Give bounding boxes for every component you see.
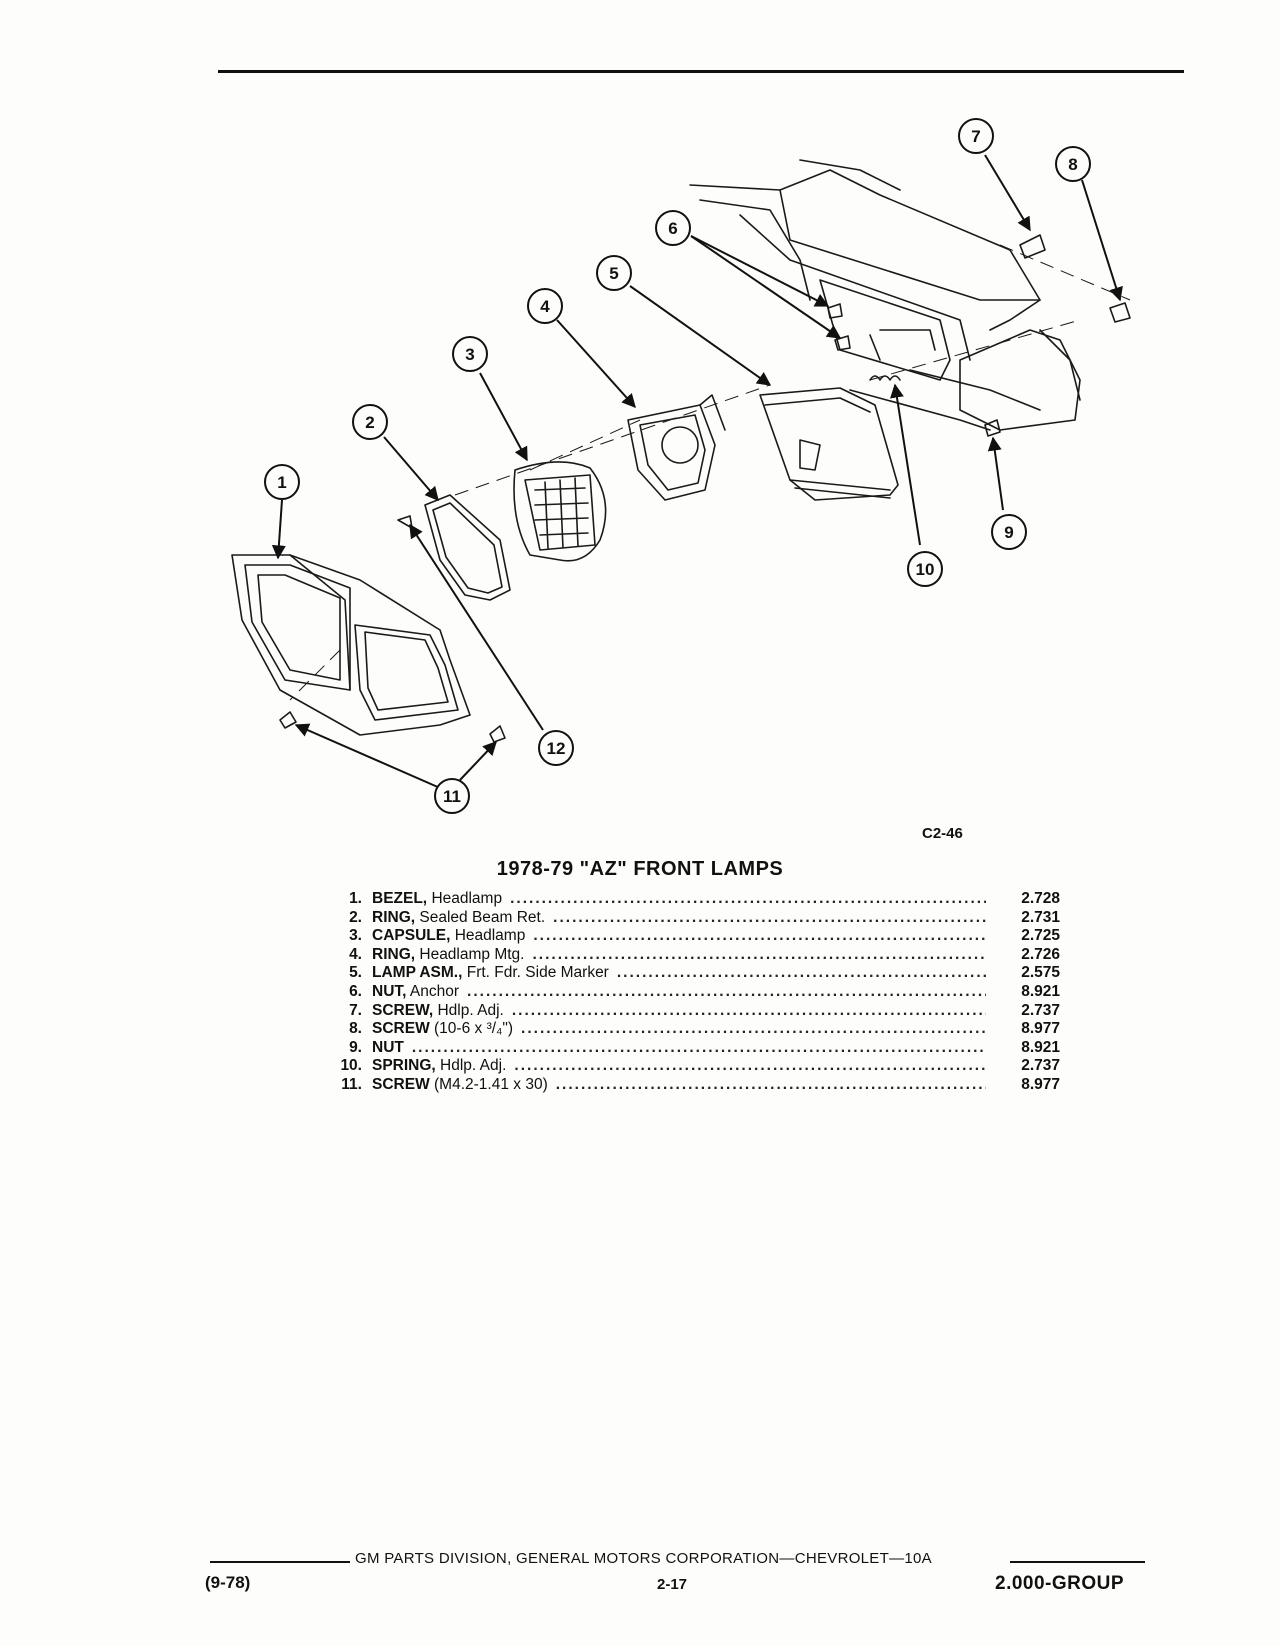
footer-corporation: GM PARTS DIVISION, GENERAL MOTORS CORPOR… (355, 1550, 932, 1567)
figure-code: C2-46 (922, 825, 963, 842)
footer-rule-right (1010, 1561, 1145, 1563)
group-number: 2.726 (1021, 945, 1060, 963)
page-number: 2-17 (657, 1576, 688, 1593)
callout-9: 9 (1004, 523, 1013, 542)
part-name: SCREW (372, 1075, 430, 1093)
headlamp-capsule-drawing (513, 461, 607, 562)
leader-dots (533, 927, 986, 946)
callout-3: 3 (465, 345, 474, 364)
bezel-drawing (231, 554, 471, 736)
part-name: SPRING, (372, 1057, 436, 1075)
part-number: 4. (349, 945, 362, 963)
part-number: 10. (340, 1057, 362, 1075)
callout-5: 5 (609, 264, 618, 283)
part-description: (10-6 x ³/₄") (434, 1020, 514, 1038)
part-description: Sealed Beam Ret. (419, 908, 546, 926)
part-row: 9. NUT 8.921 (318, 1039, 1060, 1058)
side-marker-lamp-drawing (759, 387, 899, 501)
part-row: 10. SPRING, Hdlp. Adj. 2.737 (318, 1057, 1060, 1076)
group-number: 2.737 (1021, 1001, 1060, 1019)
leader-dots (510, 890, 986, 909)
part-row: 5. LAMP ASM., Frt. Fdr. Side Marker 2.57… (318, 964, 1060, 983)
footer-group: 2.000-GROUP (995, 1573, 1125, 1594)
leader-dots (467, 983, 986, 1002)
part-number: 1. (349, 890, 362, 907)
part-description: Hdlp. Adj. (437, 1001, 504, 1019)
group-number: 2.725 (1021, 927, 1060, 945)
callout-12: 12 (547, 739, 566, 758)
part-number: 7. (349, 1001, 362, 1019)
sealed-beam-ring-drawing (397, 494, 511, 601)
small-parts-drawing (279, 234, 1131, 743)
part-name: RING, (372, 908, 416, 926)
part-row: 8. SCREW (10-6 x ³/₄") 8.977 (318, 1020, 1060, 1039)
leader-dots (556, 1076, 986, 1095)
footer-rule-left (210, 1561, 350, 1563)
part-number: 6. (349, 982, 362, 1000)
part-name: RING, (372, 945, 416, 963)
group-number: 8.921 (1021, 1038, 1060, 1056)
part-name: CAPSULE, (372, 927, 451, 945)
part-number: 11. (341, 1075, 362, 1093)
exploded-diagram: 1 2 3 4 5 6 7 8 9 10 11 12 (231, 118, 1131, 814)
part-number: 8. (349, 1020, 362, 1038)
part-name: NUT (372, 1038, 404, 1056)
part-row: 7. SCREW, Hdlp. Adj. 2.737 (318, 1002, 1060, 1021)
callout-4: 4 (540, 297, 550, 316)
leader-dots (412, 1039, 986, 1058)
footer-date: (9-78) (205, 1573, 251, 1592)
group-number: 8.921 (1021, 982, 1060, 1000)
headlamp-mounting-ring-drawing (627, 394, 726, 501)
part-number: 3. (349, 927, 362, 945)
group-number: 8.977 (1021, 1075, 1060, 1093)
group-number: 2.728 (1021, 890, 1060, 907)
part-description: Hdlp. Adj. (440, 1057, 507, 1075)
fender-body-drawing (689, 159, 1081, 431)
part-description: Headlamp (431, 890, 503, 907)
group-number: 8.977 (1021, 1020, 1060, 1038)
callout-7: 7 (971, 127, 980, 146)
leader-dots (521, 1020, 986, 1039)
part-name: BEZEL, (372, 890, 428, 907)
part-description: Headlamp (454, 927, 526, 945)
callout-6: 6 (668, 219, 677, 238)
group-number: 2.575 (1021, 964, 1060, 982)
part-row: 11. SCREW (M4.2-1.41 x 30) 8.977 (318, 1076, 1060, 1095)
leader-dots (553, 909, 986, 928)
callout-1: 1 (277, 473, 286, 492)
group-number: 2.737 (1021, 1057, 1060, 1075)
part-number: 9. (349, 1038, 362, 1056)
part-description: Headlamp Mtg. (419, 945, 525, 963)
callout-10: 10 (916, 560, 935, 579)
part-name: LAMP ASM., (372, 964, 463, 982)
parts-list: 1. BEZEL, Headlamp 2.728 2. RING, Sealed… (318, 890, 1060, 1095)
part-row: 1. BEZEL, Headlamp 2.728 (318, 890, 1060, 909)
part-name: SCREW (372, 1020, 430, 1038)
callout-2: 2 (365, 413, 374, 432)
part-number: 5. (349, 964, 362, 982)
top-rule (218, 70, 1184, 73)
leader-dots (532, 946, 986, 965)
part-description: Anchor (409, 982, 460, 1000)
callout-11: 11 (443, 787, 461, 806)
part-name: SCREW, (372, 1001, 434, 1019)
part-row: 4. RING, Headlamp Mtg. 2.726 (318, 946, 1060, 965)
group-number: 2.731 (1021, 908, 1060, 926)
part-number: 2. (349, 908, 362, 926)
leader-dots (617, 964, 986, 983)
section-title: 1978-79 "AZ" FRONT LAMPS (496, 858, 784, 880)
part-description: (M4.2-1.41 x 30) (434, 1075, 548, 1093)
part-row: 6. NUT, Anchor 8.921 (318, 983, 1060, 1002)
part-row: 3. CAPSULE, Headlamp 2.725 (318, 927, 1060, 946)
part-row: 2. RING, Sealed Beam Ret. 2.731 (318, 909, 1060, 928)
leader-dots (512, 1002, 986, 1021)
callout-8: 8 (1068, 155, 1077, 174)
leader-dots (514, 1057, 986, 1076)
part-name: NUT, (372, 982, 407, 1000)
part-description: Frt. Fdr. Side Marker (466, 964, 609, 982)
